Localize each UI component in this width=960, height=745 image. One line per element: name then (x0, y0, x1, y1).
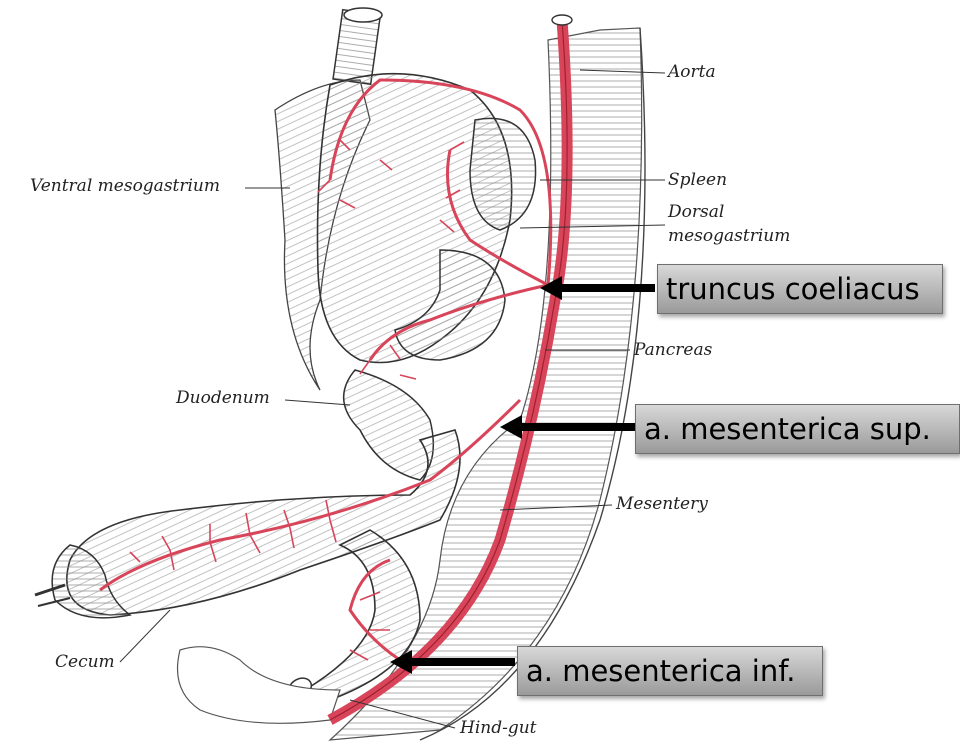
label-spleen: Spleen (668, 170, 727, 190)
label-ventral-mesogastrium: Ventral mesogastrium (30, 176, 220, 196)
label-dorsal: Dorsal (668, 202, 724, 222)
label-mesentery: Mesentery (616, 494, 708, 514)
callout-truncus-coeliacus: truncus coeliacus (657, 264, 943, 314)
label-mesogastrium: mesogastrium (668, 226, 790, 246)
label-aorta: Aorta (668, 62, 716, 82)
callout-mesenterica-sup: a. mesenterica sup. (635, 404, 960, 454)
label-cecum: Cecum (55, 652, 115, 672)
label-pancreas: Pancreas (634, 340, 712, 360)
callout-mesenterica-inf: a. mesenterica inf. (517, 646, 823, 696)
duodenum (344, 370, 434, 480)
label-duodenum: Duodenum (176, 388, 270, 408)
label-hind-gut: Hind-gut (460, 718, 537, 738)
spleen (470, 118, 536, 230)
